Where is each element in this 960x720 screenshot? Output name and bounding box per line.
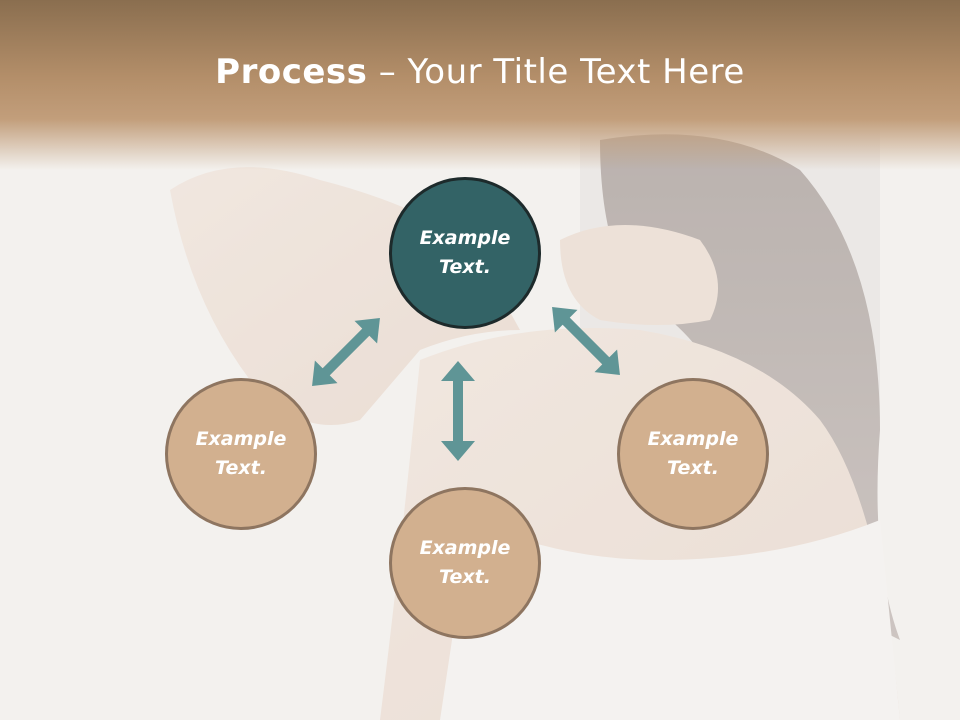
title-bold: Process	[215, 52, 368, 92]
node-left-line1: Example	[195, 428, 287, 450]
title-dash: –	[367, 52, 408, 92]
header-band	[0, 0, 960, 170]
arrow-top-bottom	[441, 361, 475, 461]
arrow-top-left	[312, 318, 380, 386]
slide-title: Process – Your Title Text Here	[0, 52, 960, 92]
node-right-line1: Example	[647, 428, 739, 450]
node-bottom-line1: Example	[419, 537, 511, 559]
node-top-line1: Example	[419, 227, 511, 249]
node-right-line2: Text.	[667, 457, 719, 479]
node-bottom-line2: Text.	[439, 566, 491, 588]
title-rest: Your Title Text Here	[407, 52, 745, 92]
arrow-top-right	[552, 307, 620, 375]
node-top-line2: Text.	[439, 256, 491, 278]
node-left-line2: Text.	[215, 457, 267, 479]
